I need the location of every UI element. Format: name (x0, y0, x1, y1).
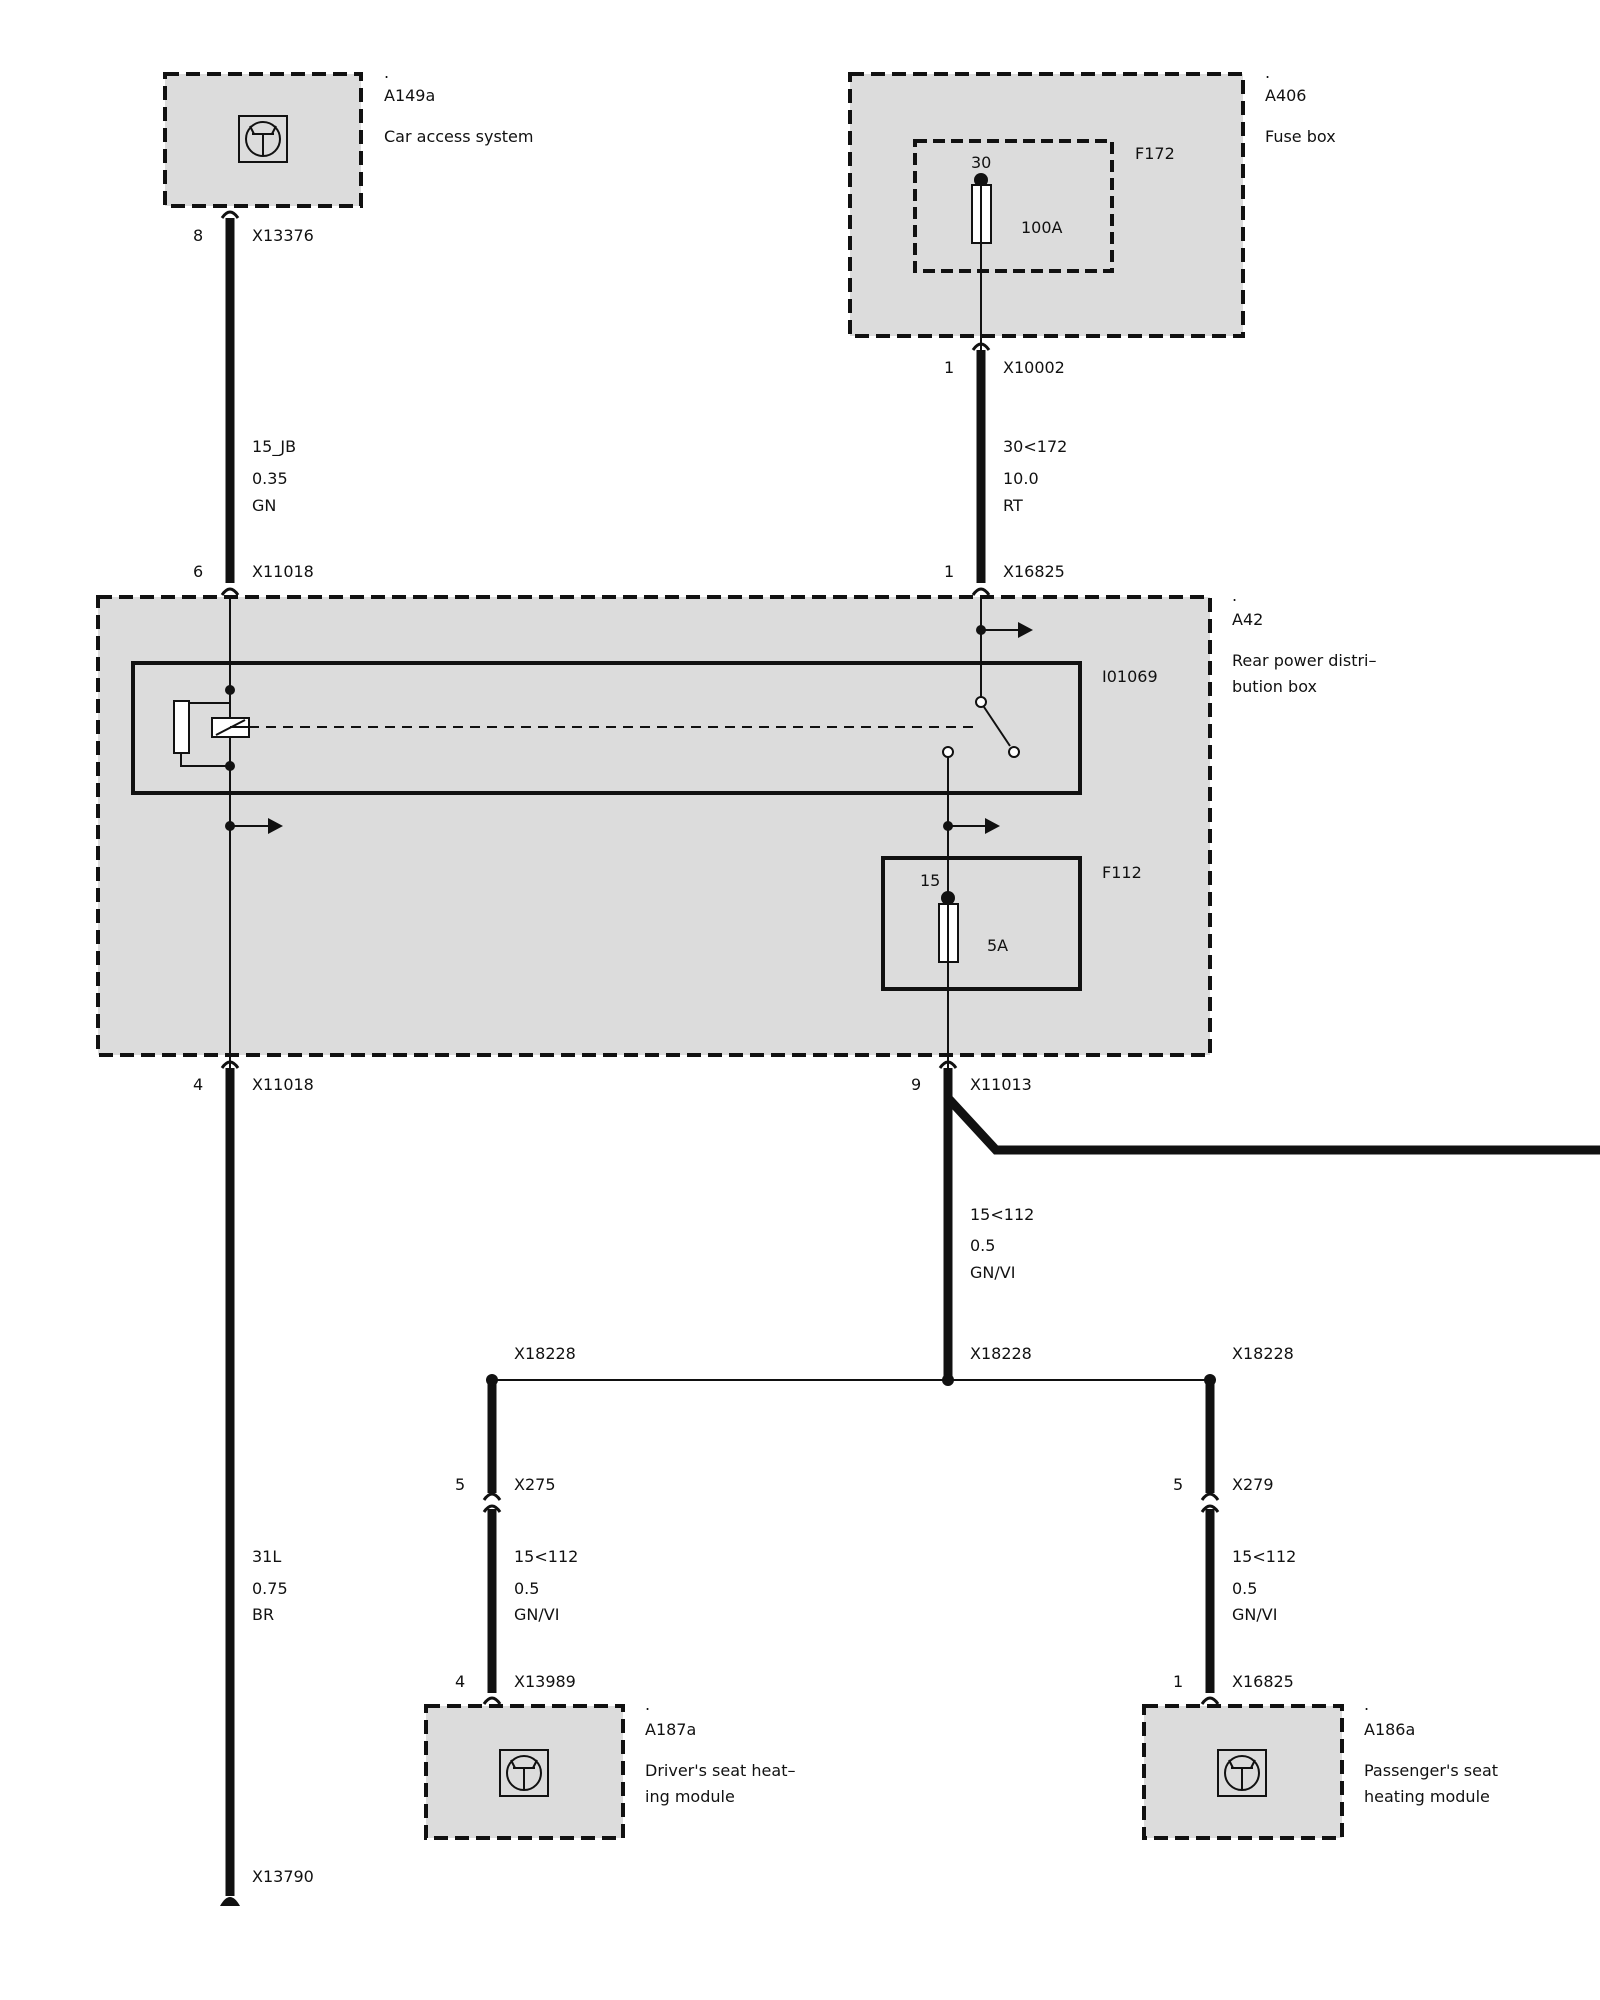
passenger-seat-dot: . (1364, 1695, 1369, 1714)
car-access-name: Car access system (384, 127, 533, 146)
driver-seat-module-icon (499, 1749, 549, 1797)
x13989-id: X13989 (514, 1672, 576, 1691)
x11018-bottom-pin: 4 (193, 1075, 203, 1094)
rear-power-distribution-box (96, 595, 1212, 1057)
x275-id: X275 (514, 1475, 556, 1494)
x16825-top-pin: 1 (944, 562, 954, 581)
fuse-box-id: A406 (1265, 86, 1306, 105)
fuse-f112-id: F112 (1102, 863, 1142, 882)
x11013-id: X11013 (970, 1075, 1032, 1094)
splice-node-center (942, 1374, 954, 1386)
wire-31l-gauge: 0.75 (252, 1579, 288, 1598)
fuse-box-dot: . (1265, 63, 1270, 82)
wire-15-112-branch (944, 1094, 1600, 1155)
x11018-top-pin: 6 (193, 562, 203, 581)
relay-switch-contact (1008, 746, 1020, 758)
x18228-center-id: X18228 (970, 1344, 1032, 1363)
x13376-pin: 8 (193, 226, 203, 245)
wire-15-main-gauge: 0.5 (970, 1236, 995, 1255)
car-access-dot: . (384, 63, 389, 82)
fuse-f172-rating: 100A (1021, 218, 1063, 237)
wire-30-color: RT (1003, 496, 1023, 515)
ground-terminal-icon (220, 1897, 240, 1906)
x279-id: X279 (1232, 1475, 1274, 1494)
x11013-pin: 9 (911, 1075, 921, 1094)
fuse-f112-pin: 15 (920, 871, 940, 890)
x10002-pin: 1 (944, 358, 954, 377)
driver-seat-dot: . (645, 1695, 650, 1714)
relay-switch-output (942, 746, 954, 758)
x16825-bottom-id: X16825 (1232, 1672, 1294, 1691)
splice-node-left (486, 1374, 498, 1386)
wire-15-right-gauge: 0.5 (1232, 1579, 1257, 1598)
x275-pin: 5 (455, 1475, 465, 1494)
fuse-box-a406 (848, 72, 1245, 338)
arrow-right-icon (268, 818, 283, 834)
splice-node-right (1204, 1374, 1216, 1386)
car-access-module-icon (238, 115, 288, 163)
fuse-f112-box (881, 856, 1082, 991)
wire-15jb-color: GN (252, 496, 276, 515)
x13790-id: X13790 (252, 1867, 314, 1886)
relay-resistor-icon (173, 700, 190, 754)
wire-31l-color: BR (252, 1605, 274, 1624)
wire-15-left-gauge: 0.5 (514, 1579, 539, 1598)
relay-id: I01069 (1102, 667, 1158, 686)
fuse-f172-id: F172 (1135, 144, 1175, 163)
x279-pin: 5 (1173, 1475, 1183, 1494)
passenger-seat-name-1: Passenger's seat (1364, 1761, 1498, 1780)
fuse-box-name: Fuse box (1265, 127, 1336, 146)
arrow-right-icon (985, 818, 1000, 834)
wire-30-signal: 30<172 (1003, 437, 1067, 456)
x18228-right-id: X18228 (1232, 1344, 1294, 1363)
fuse-f112-pin-node (941, 891, 955, 905)
x16825-top-id: X16825 (1003, 562, 1065, 581)
x13989-pin: 4 (455, 1672, 465, 1691)
relay-i01069-box (131, 661, 1082, 795)
wire-15-main-color: GN/VI (970, 1263, 1015, 1282)
fuse-f172-box (913, 139, 1114, 273)
fuse-f172-pin-node (974, 173, 988, 187)
driver-seat-id: A187a (645, 1720, 696, 1739)
wire-15jb-signal: 15_JB (252, 437, 296, 457)
wire-15-right-color: GN/VI (1232, 1605, 1277, 1624)
x16825-bottom-pin: 1 (1173, 1672, 1183, 1691)
x13376-id: X13376 (252, 226, 314, 245)
rear-power-name-1: Rear power distri– (1232, 651, 1376, 670)
relay-switch-blade (983, 706, 1011, 747)
x11018-top-id: X11018 (252, 562, 314, 581)
wire-15-main-signal: 15<112 (970, 1205, 1034, 1224)
car-access-id: A149a (384, 86, 435, 105)
passenger-seat-module-icon (1217, 1749, 1267, 1797)
relay-switch-common (975, 696, 987, 708)
fuse-f172-pin: 30 (971, 153, 991, 172)
x18228-left-id: X18228 (514, 1344, 576, 1363)
driver-seat-name-1: Driver's seat heat– (645, 1761, 795, 1780)
driver-seat-name-2: ing module (645, 1787, 735, 1806)
wire-15jb-gauge: 0.35 (252, 469, 288, 488)
rear-power-name-2: bution box (1232, 677, 1317, 696)
rear-power-id: A42 (1232, 610, 1263, 629)
x11018-bottom-id: X11018 (252, 1075, 314, 1094)
wire-15-right-signal: 15<112 (1232, 1547, 1296, 1566)
passenger-seat-id: A186a (1364, 1720, 1415, 1739)
passenger-seat-name-2: heating module (1364, 1787, 1490, 1806)
arrow-right-icon (1018, 622, 1033, 638)
rear-power-dot: . (1232, 586, 1237, 605)
wire-31l-signal: 31L (252, 1547, 281, 1566)
wire-15-left-color: GN/VI (514, 1605, 559, 1624)
wire-30-gauge: 10.0 (1003, 469, 1039, 488)
wire-15-left-signal: 15<112 (514, 1547, 578, 1566)
fuse-f112-rating: 5A (987, 936, 1008, 955)
x10002-id: X10002 (1003, 358, 1065, 377)
